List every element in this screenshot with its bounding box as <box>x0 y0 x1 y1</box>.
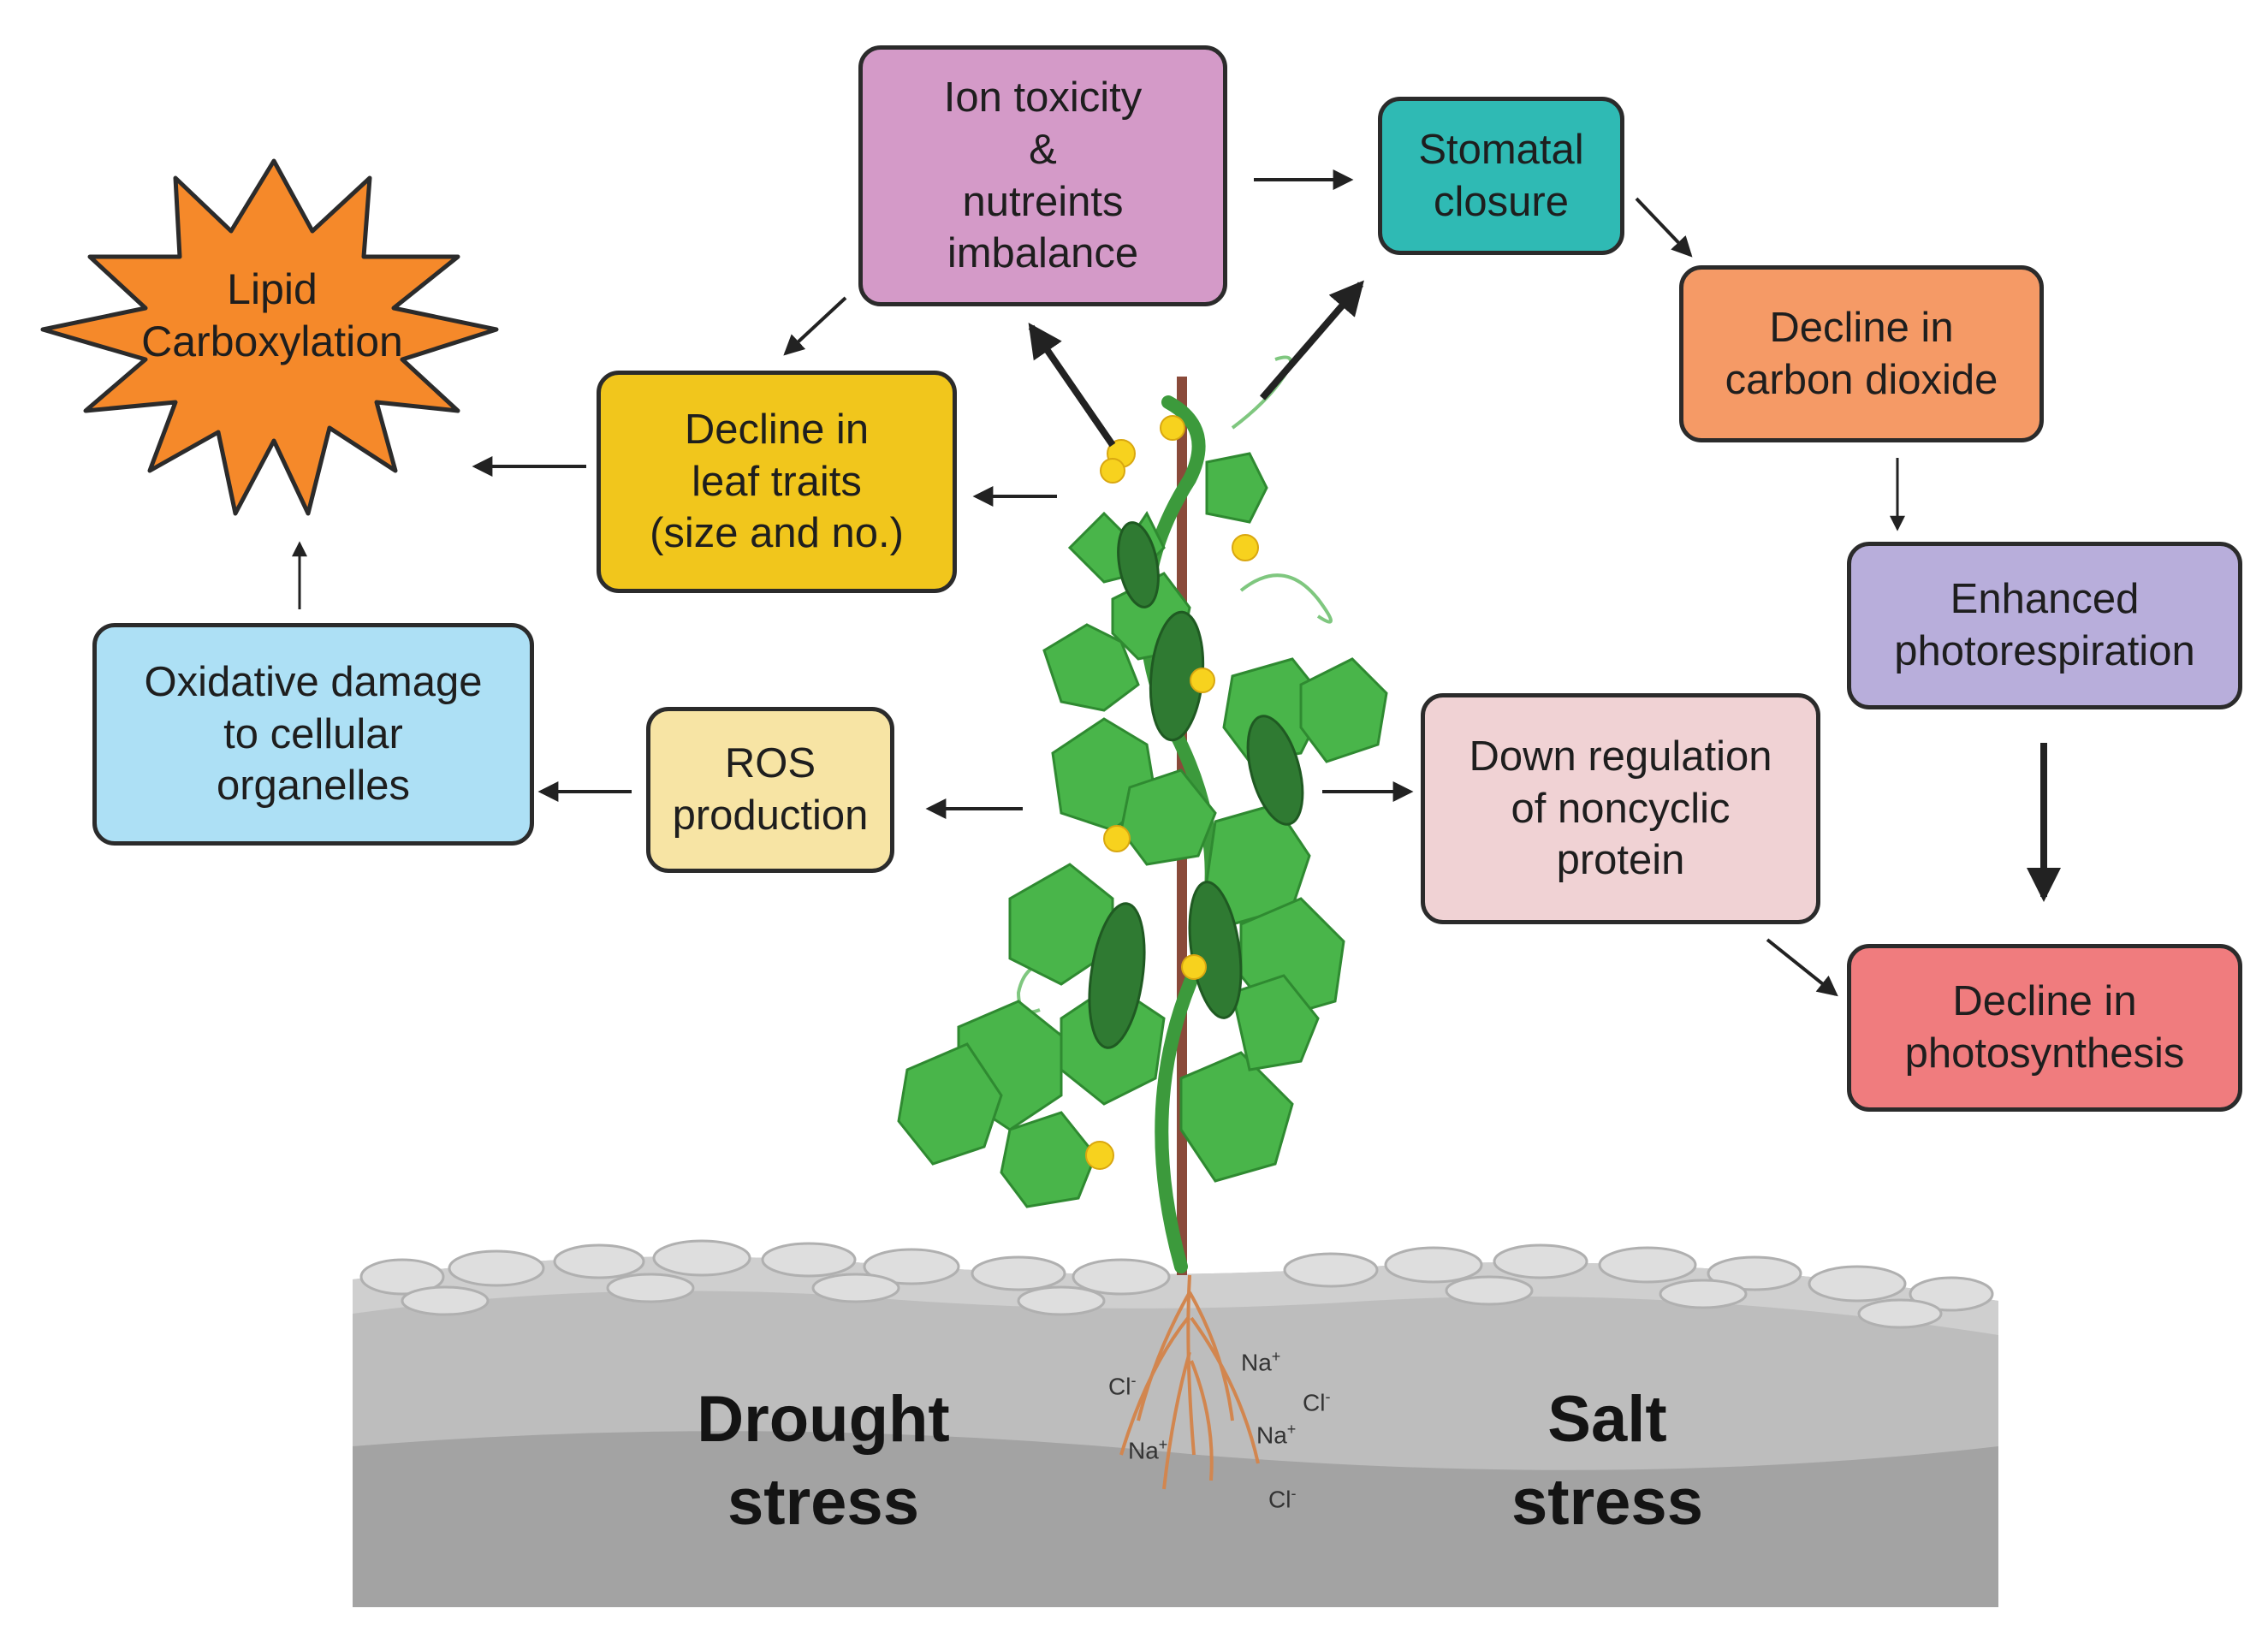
arrow-stomatal-to-co2 <box>1635 197 1693 258</box>
oxidative-damage-box: Oxidative damage to cellular organelles <box>92 623 534 846</box>
leaf-traits-label: Decline in leaf traits (size and no.) <box>650 406 904 557</box>
leaf-traits-box: Decline in leaf traits (size and no.) <box>597 371 957 593</box>
photorespiration-label: Enhanced photorespiration <box>1894 576 2195 674</box>
decline-photosynthesis-label: Decline in photosynthesis <box>1904 978 2185 1077</box>
arrow-plant-to-stomatal <box>1259 280 1364 401</box>
salt-stress-label: Salt stress <box>1511 1383 1703 1540</box>
arrows <box>292 169 2061 997</box>
sodium-ion-label: Na+ <box>1128 1436 1168 1464</box>
stomatal-closure-label: Stomatal closure <box>1418 126 1584 225</box>
cucumber-plant-illustration <box>897 355 1388 1275</box>
drought-stress-label: Drought stress <box>697 1383 950 1540</box>
arrow-down-to-decline <box>1766 938 1838 997</box>
ros-production-box: ROS production <box>646 707 894 873</box>
stomatal-closure-box: Stomatal closure <box>1378 97 1624 255</box>
ros-production-label: ROS production <box>672 740 869 839</box>
decline-co2-label: Decline in carbon dioxide <box>1725 304 1998 403</box>
down-regulation-label: Down regulation of noncyclic protein <box>1469 733 1772 884</box>
soil-cross-section <box>353 1239 1998 1607</box>
ion-toxicity-label: Ion toxicity & nutreints imbalance <box>943 74 1143 277</box>
decline-photosynthesis-box: Decline in photosynthesis <box>1847 944 2242 1112</box>
sodium-ion-label: Na+ <box>1256 1421 1297 1449</box>
lipid-carboxylation-star <box>40 158 499 516</box>
lipid-carboxylation-label: Lipid Carboxylation <box>141 265 403 365</box>
arrow-ion-to-leaf <box>783 296 847 356</box>
chloride-ion-label: Cl- <box>1303 1388 1331 1416</box>
sodium-ion-label: Na+ <box>1241 1348 1281 1376</box>
photorespiration-box: Enhanced photorespiration <box>1847 542 2242 709</box>
chloride-ion-label: Cl- <box>1268 1485 1297 1513</box>
decline-co2-box: Decline in carbon dioxide <box>1679 265 2044 442</box>
oxidative-damage-label: Oxidative damage to cellular organelles <box>144 658 483 810</box>
plant-roots <box>1119 1274 1260 1490</box>
arrow-plant-to-ion <box>1028 323 1116 448</box>
ion-toxicity-box: Ion toxicity & nutreints imbalance <box>858 45 1227 306</box>
down-regulation-box: Down regulation of noncyclic protein <box>1421 693 1820 924</box>
chloride-ion-label: Cl- <box>1108 1372 1137 1400</box>
